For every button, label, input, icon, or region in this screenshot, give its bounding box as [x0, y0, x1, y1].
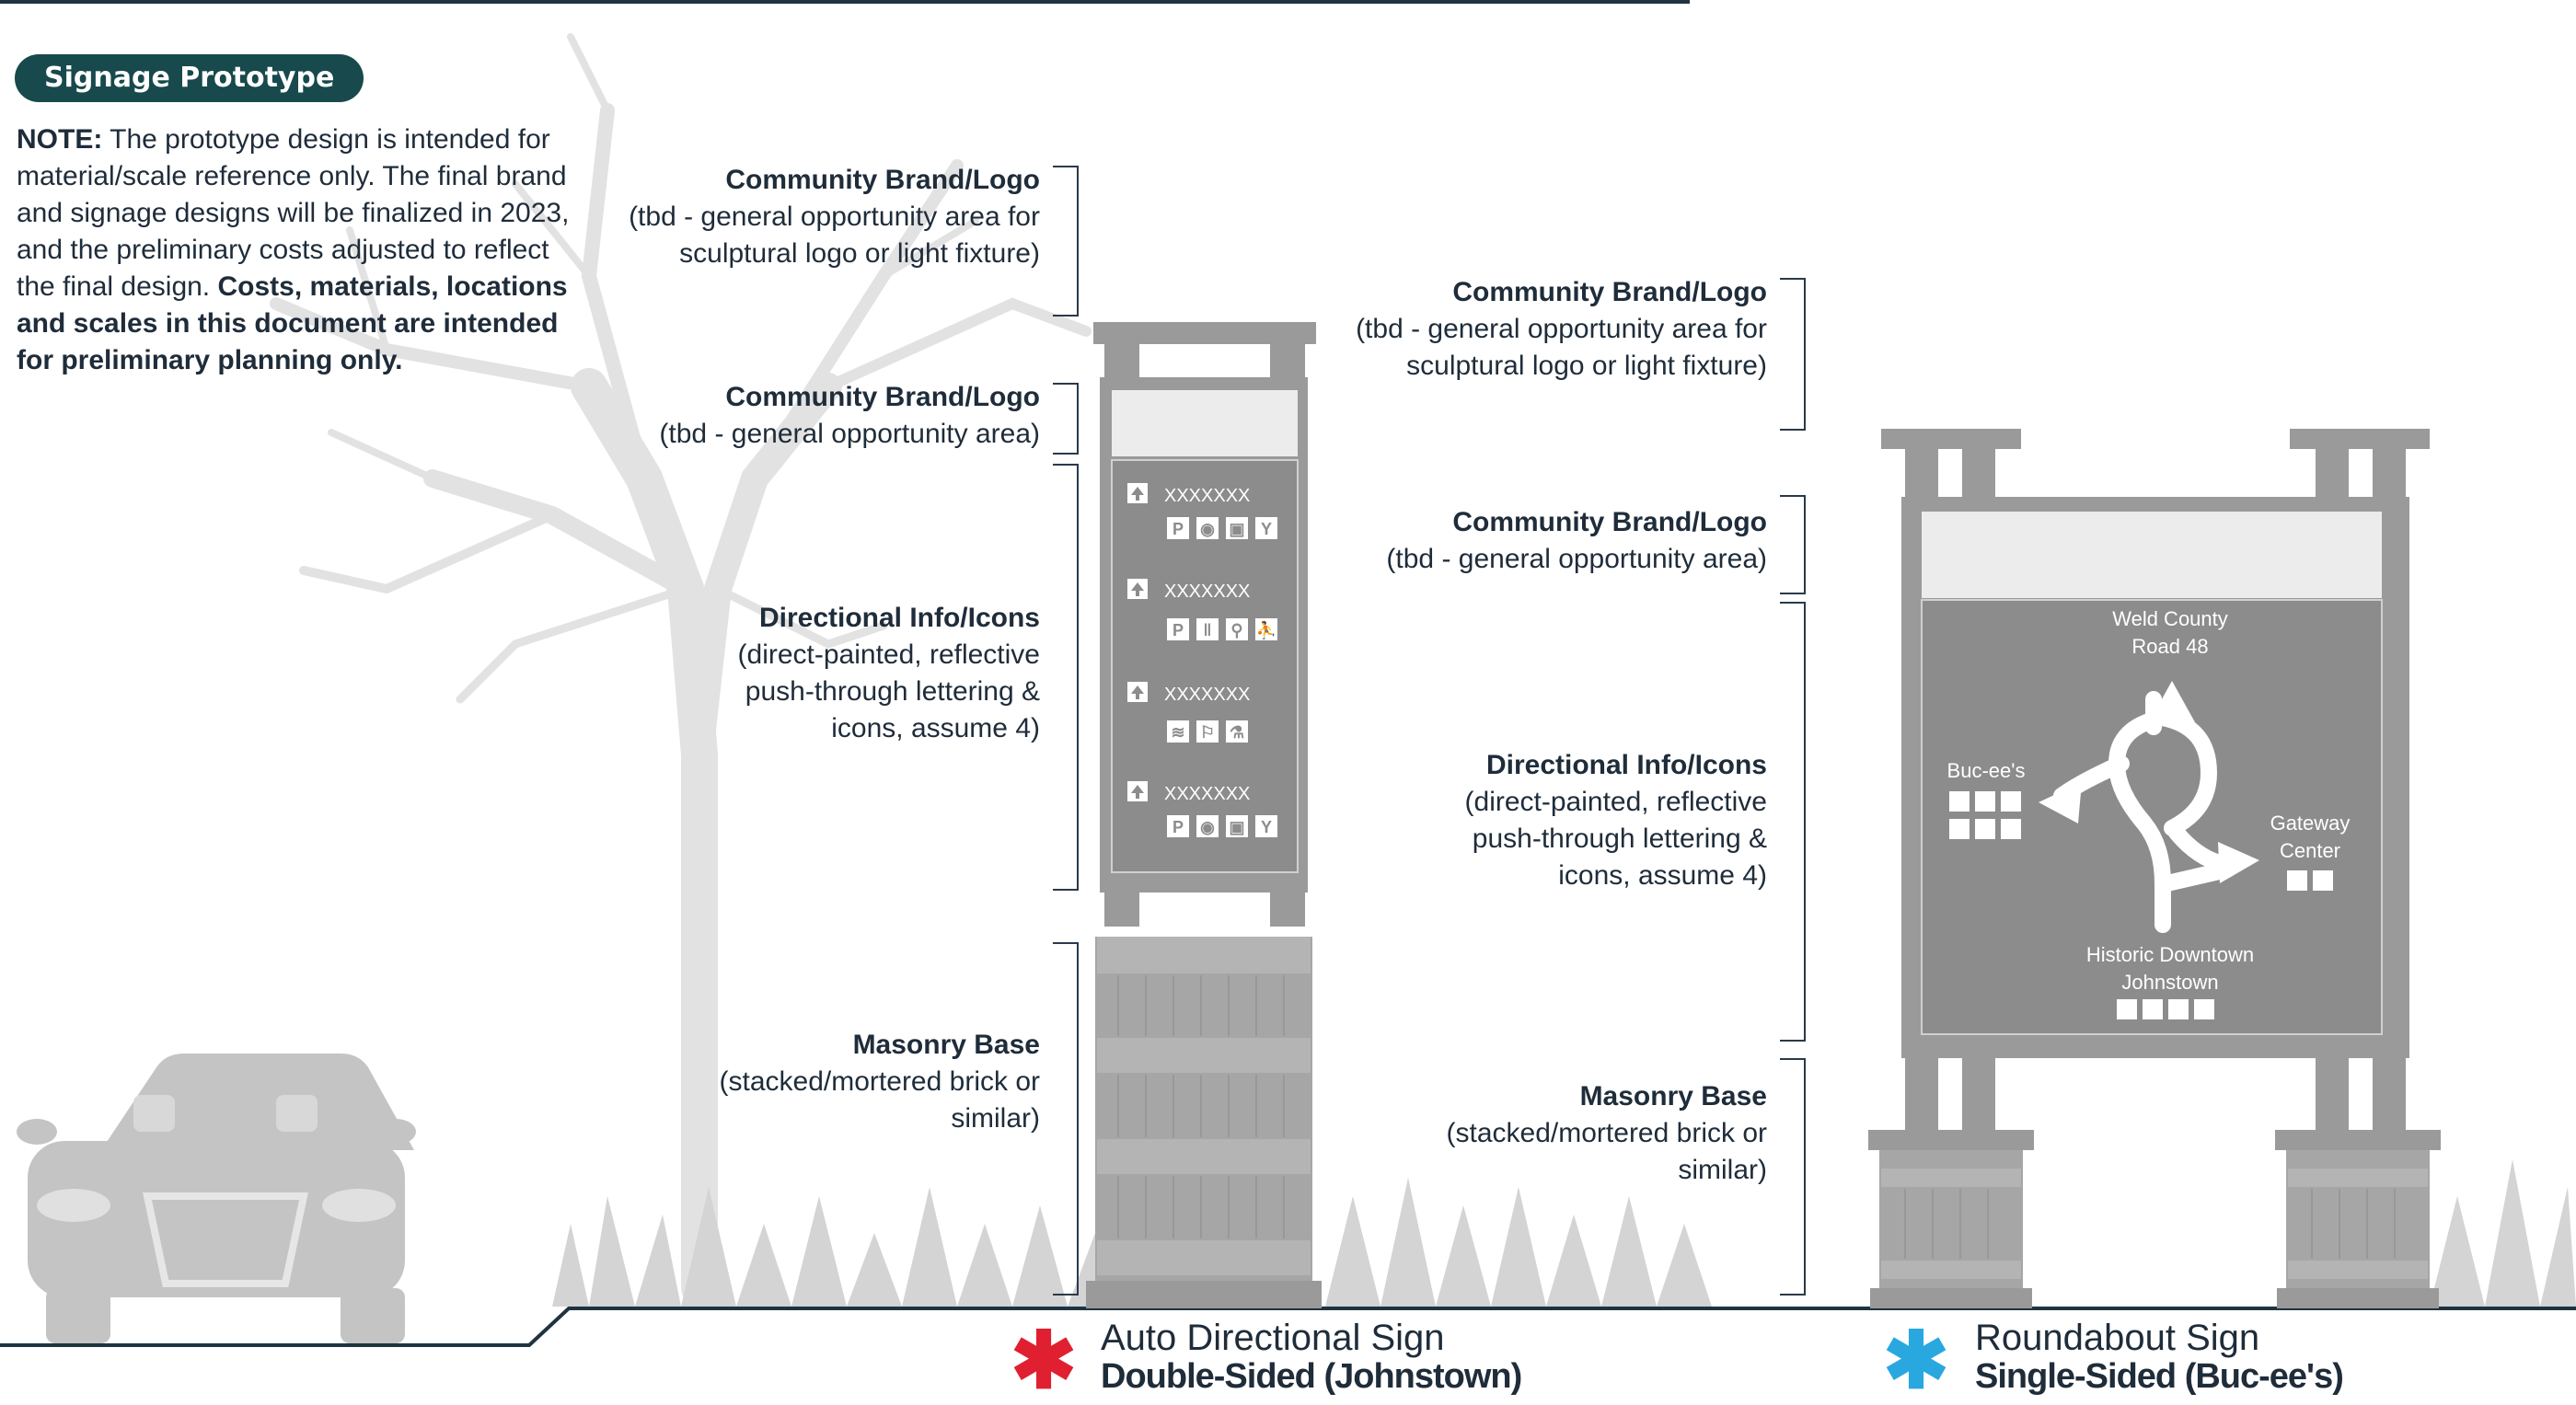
auto-sign-caption: Auto Directional Sign Double-Sided (John…: [1101, 1318, 1522, 1396]
annotation-title: Community Brand/Logo: [1452, 277, 1767, 307]
annotation-title: Community Brand/Logo: [725, 382, 1040, 412]
arrow-up-icon: [1131, 582, 1144, 596]
service-icon: ⚲: [1230, 621, 1242, 639]
caption-title: Roundabout Sign: [1975, 1318, 2260, 1358]
bracket: [1053, 383, 1079, 455]
service-icon: ⚐: [1200, 723, 1215, 742]
sign-row: XXXXXXX: [1127, 483, 1277, 539]
destination-left: Buc-ee's: [1947, 759, 2026, 782]
service-icon: ⛹: [1256, 620, 1276, 639]
red-asterisk-icon: ✱: [1011, 1317, 1078, 1405]
row-label: XXXXXXX: [1164, 784, 1250, 804]
annotation-brand-logo-top: Community Brand/Logo (tbd - general oppo…: [589, 162, 1040, 272]
service-icon: Y: [1261, 520, 1272, 538]
service-icon: P: [1172, 621, 1184, 639]
annotation-desc: (tbd - general opportunity area for scul…: [629, 202, 1040, 269]
annotation-desc: (tbd - general opportunity area): [1386, 544, 1767, 574]
annotation-title: Directional Info/Icons: [1485, 750, 1767, 780]
service-icon: ‖: [1204, 621, 1212, 639]
destination-top-line1: Weld County: [2112, 607, 2228, 630]
service-icon: P: [1172, 818, 1184, 836]
caption-subtitle: Single-Sided (Buc-ee's): [1975, 1357, 2344, 1396]
sign-row: XXXXXXX: [1127, 781, 1277, 837]
annotation-title: Community Brand/Logo: [725, 165, 1040, 195]
bracket: [1780, 278, 1806, 431]
note-emphasis: Costs, materials, locations and scales i…: [17, 271, 568, 375]
note-body: The prototype design is intended for mat…: [17, 124, 570, 302]
destination-top-line2: Road 48: [2131, 635, 2208, 658]
auto-directional-sign: [1086, 322, 1322, 1308]
destination-bottom-line1: Historic Downtown: [2086, 943, 2254, 966]
top-rule: [0, 0, 1690, 4]
note-lead: NOTE:: [17, 124, 103, 155]
service-icon: Y: [1261, 818, 1272, 836]
arrow-up-icon: [1131, 785, 1144, 799]
auto-sign-rows: XXXXXXX XXXXXXX XXXXXXX XXXXXXX P ◉ ▣ Y …: [1127, 483, 1277, 837]
annotation-desc: (stacked/mortered brick or similar): [719, 1066, 1040, 1134]
annotation-directional-info: Directional Info/Icons (direct-painted, …: [681, 600, 1040, 747]
arrow-head-icon: [2149, 681, 2195, 722]
annotation-directional-info: Directional Info/Icons (direct-painted, …: [1408, 747, 1767, 894]
service-icon: ◉: [1200, 818, 1215, 836]
caption-subtitle: Double-Sided (Johnstown): [1101, 1357, 1522, 1396]
annotation-desc: (stacked/mortered brick or similar): [1446, 1118, 1767, 1185]
arrow-head-icon: [2039, 782, 2082, 823]
ground-line: [0, 1307, 2576, 1347]
section-badge: Signage Prototype: [15, 54, 364, 102]
annotation-desc: (direct-painted, reflective push-through…: [1464, 787, 1767, 891]
annotation-title: Directional Info/Icons: [758, 603, 1040, 633]
roundabout-sign-caption: Roundabout Sign Single-Sided (Buc-ee's): [1975, 1318, 2344, 1396]
annotation-desc: (direct-painted, reflective push-through…: [737, 639, 1040, 743]
sign-row: XXXXXXX: [1127, 682, 1250, 743]
car-silhouette-icon: [17, 1054, 416, 1343]
row-label: XXXXXXX: [1164, 486, 1250, 506]
service-icon: ◉: [1200, 520, 1215, 538]
blue-asterisk-icon: ✱: [1883, 1317, 1950, 1405]
destination-right-line2: Center: [2280, 839, 2340, 862]
grass-tufts-icon: [552, 1159, 2576, 1307]
disclaimer-note: NOTE: The prototype design is intended f…: [17, 121, 587, 379]
sign-row: XXXXXXX: [1127, 579, 1277, 640]
annotation-brand-logo-panel: Community Brand/Logo (tbd - general oppo…: [589, 379, 1040, 453]
roundabout-sign: Weld County Road 48 Buc-ee's Gateway Cen…: [1868, 429, 2441, 1308]
arrow-up-icon: [1131, 487, 1144, 501]
row-label: XXXXXXX: [1164, 582, 1250, 602]
service-icon: ⚗: [1230, 723, 1244, 742]
service-icon: ▣: [1229, 520, 1244, 538]
destination-bottom-line2: Johnstown: [2121, 971, 2218, 994]
bare-tree-icon: [270, 33, 1092, 1307]
annotation-title: Community Brand/Logo: [1452, 507, 1767, 537]
service-icon: ≋: [1171, 723, 1184, 742]
service-icon: ▣: [1229, 818, 1244, 836]
destination-right-line1: Gateway: [2270, 812, 2351, 835]
annotation-masonry-base: Masonry Base (stacked/mortered brick or …: [699, 1027, 1040, 1137]
arrow-up-icon: [1131, 685, 1144, 699]
bracket: [1053, 464, 1079, 891]
arrow-head-icon: [2218, 842, 2259, 883]
bracket: [1780, 1058, 1806, 1296]
bracket: [1780, 602, 1806, 1042]
annotation-title: Masonry Base: [1579, 1081, 1767, 1111]
caption-title: Auto Directional Sign: [1101, 1318, 1445, 1358]
annotation-masonry-base: Masonry Base (stacked/mortered brick or …: [1427, 1078, 1767, 1189]
row-label: XXXXXXX: [1164, 685, 1250, 705]
bracket: [1780, 495, 1806, 594]
annotation-brand-logo-top: Community Brand/Logo (tbd - general oppo…: [1316, 274, 1767, 385]
bracket: [1053, 942, 1079, 1296]
annotation-title: Masonry Base: [852, 1030, 1040, 1060]
annotation-desc: (tbd - general opportunity area for scul…: [1356, 314, 1767, 381]
service-icon: P: [1172, 520, 1184, 538]
annotation-brand-logo-panel: Community Brand/Logo (tbd - general oppo…: [1316, 504, 1767, 578]
bracket: [1053, 166, 1079, 317]
annotation-desc: (tbd - general opportunity area): [659, 419, 1040, 449]
